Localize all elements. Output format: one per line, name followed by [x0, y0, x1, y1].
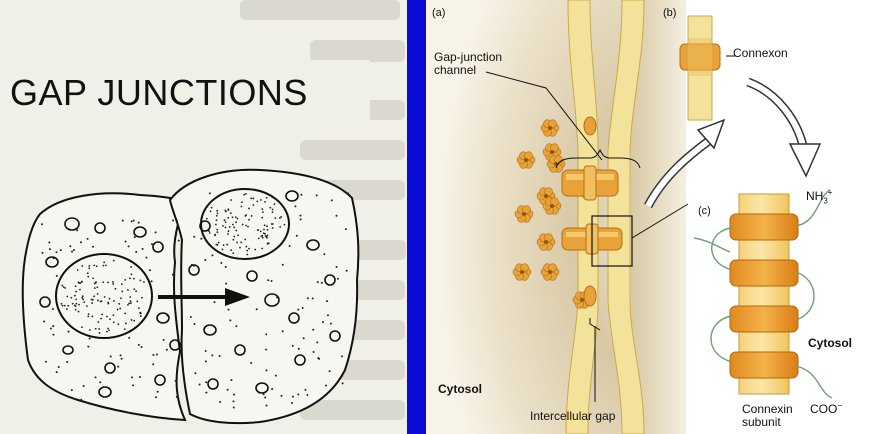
- connexon-rosette: [512, 263, 532, 281]
- connexon-rosette: [516, 151, 536, 169]
- connexon-rosette: [536, 233, 556, 251]
- left-panel: GAP JUNCTIONS: [0, 0, 407, 434]
- gap-brace: [589, 318, 601, 331]
- nh3-label: NH3+: [806, 188, 833, 206]
- cytosol-right-shade: [631, 0, 686, 434]
- page-title: GAP JUNCTIONS: [10, 72, 308, 113]
- intercellular-gap-label: Intercellular gap: [530, 409, 616, 423]
- vesicles: [39, 190, 341, 398]
- connexon-rosette: [542, 143, 562, 161]
- stipple-dots: [40, 190, 350, 409]
- right-panel: (a) (b) (c) Gap-junction channel Connexo…: [426, 0, 880, 434]
- connexon-rosette: [542, 197, 562, 215]
- connexon-detail: [693, 189, 833, 399]
- connexon-rosettes: [512, 119, 598, 309]
- membrane-right: [607, 0, 645, 434]
- leader-box-to-c: [631, 203, 689, 239]
- cell-drawing: [0, 0, 406, 425]
- connexon-rosette: [514, 205, 534, 223]
- right-nucleus: [200, 188, 290, 260]
- connexon-label: Connexon: [733, 46, 788, 60]
- cytosol-left-label: Cytosol: [438, 382, 483, 396]
- connexon-rosette: [536, 187, 556, 205]
- connexon-single: [679, 15, 736, 121]
- membrane-left: [565, 0, 599, 434]
- gap-junction-figure: (a) (b) (c): [426, 0, 833, 434]
- left-nucleus: [55, 253, 153, 339]
- connexon-rosette: [540, 263, 560, 281]
- slide-divider: [407, 0, 426, 434]
- channel-brace: [555, 148, 641, 169]
- panel-b-label: (b): [663, 7, 676, 19]
- gap-junction-channel-label: Gap-junction channel: [434, 50, 503, 77]
- coo-label: COO−: [810, 401, 843, 416]
- curved-arrow-up: [644, 118, 726, 209]
- panel-a-label: (a): [432, 7, 445, 19]
- connexon-rosette: [540, 119, 560, 137]
- curved-arrow-down: [746, 77, 822, 178]
- cytosol-right-label: Cytosol: [808, 336, 853, 350]
- flow-arrow: [158, 288, 250, 306]
- connexon-rosette: [546, 155, 566, 173]
- leader-gap-junction: [485, 71, 603, 161]
- panel-c-label: (c): [698, 205, 711, 217]
- connexin-subunit-label: Connexin subunit: [742, 402, 793, 429]
- highlight-box: [591, 215, 633, 267]
